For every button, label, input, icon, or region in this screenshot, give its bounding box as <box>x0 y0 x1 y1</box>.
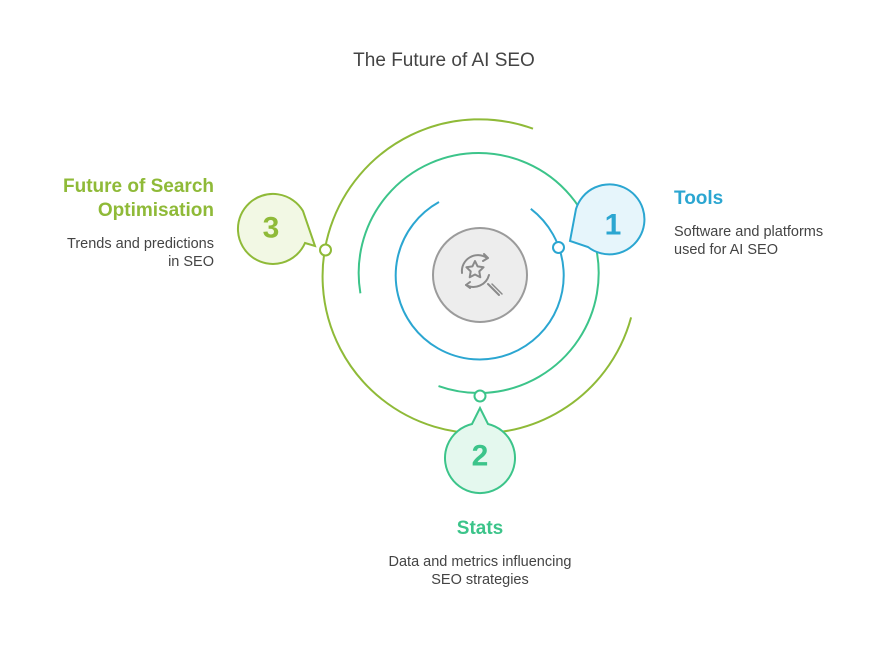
star-magnifier-icon <box>460 253 503 296</box>
future-heading: Future of Search Optimisation <box>14 175 214 223</box>
stats-heading: Stats <box>456 518 504 539</box>
tools-connector-dot <box>552 241 565 254</box>
future-description: Trends and predictions in SEO <box>14 235 214 271</box>
future-heading-line: Optimisation <box>97 200 214 221</box>
future-connector-dot <box>319 243 332 257</box>
middle-ring-arc <box>357 152 600 394</box>
tools-description-line: used for AI SEO <box>674 242 778 258</box>
future-number: 3 <box>263 212 280 245</box>
tools-heading: Tools <box>674 188 724 209</box>
stats-connector-dot <box>473 389 487 403</box>
future-description-line: in SEO <box>168 254 214 270</box>
page-title: The Future of AI SEO <box>353 50 535 71</box>
tools-description-line: Software and platforms <box>674 224 824 240</box>
tools-description: Software and platforms used for AI SEO <box>674 223 874 259</box>
future-heading-line: Future of Search <box>63 176 214 197</box>
stats-description-line: Data and metrics influencing <box>388 554 572 570</box>
future-number-bubble <box>237 192 317 265</box>
stats-number: 2 <box>472 440 489 473</box>
stats-description: Data and metrics influencing SEO strateg… <box>330 553 630 589</box>
tools-number-bubble <box>568 183 646 256</box>
inner-ring-arc <box>394 201 565 361</box>
future-description-line: Trends and predictions <box>67 236 214 252</box>
tools-number: 1 <box>605 209 622 242</box>
stats-number-bubble <box>444 405 516 495</box>
outer-ring-arc <box>321 118 633 435</box>
stats-description-line: SEO strategies <box>431 572 529 588</box>
